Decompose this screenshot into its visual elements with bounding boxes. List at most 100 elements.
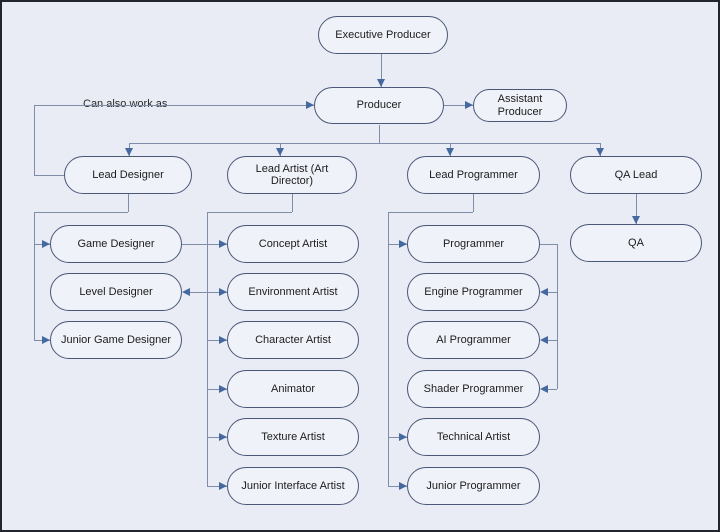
node-shader-programmer: Shader Programmer bbox=[407, 370, 540, 408]
connector-line bbox=[34, 105, 35, 175]
connector-line bbox=[388, 437, 407, 438]
node-concept-artist: Concept Artist bbox=[227, 225, 359, 263]
node-assistant-producer: Assistant Producer bbox=[473, 89, 567, 122]
arrowhead-icon bbox=[125, 148, 133, 156]
node-label: Lead Designer bbox=[92, 168, 164, 181]
connector-line bbox=[207, 244, 227, 245]
connector-line bbox=[129, 143, 600, 144]
node-label: AI Programmer bbox=[436, 333, 511, 346]
connector-line bbox=[292, 194, 293, 212]
connector-line bbox=[182, 244, 207, 245]
connector-line bbox=[207, 437, 227, 438]
arrowhead-icon bbox=[276, 148, 284, 156]
node-label: Assistant Producer bbox=[497, 93, 543, 118]
arrowhead-icon bbox=[540, 336, 548, 344]
arrowhead-icon bbox=[596, 148, 604, 156]
arrowhead-icon bbox=[399, 240, 407, 248]
node-label: Concept Artist bbox=[258, 237, 328, 250]
node-label: Texture Artist bbox=[261, 430, 325, 443]
arrowhead-icon bbox=[219, 288, 227, 296]
connector-line bbox=[207, 292, 227, 293]
node-programmer: Programmer bbox=[407, 225, 540, 263]
node-qa-lead: QA Lead bbox=[570, 156, 702, 194]
arrowhead-icon bbox=[399, 482, 407, 490]
arrowhead-icon bbox=[219, 240, 227, 248]
node-label: QA bbox=[628, 236, 644, 249]
connector-line bbox=[34, 212, 35, 340]
arrowhead-icon bbox=[540, 288, 548, 296]
node-label: QA Lead bbox=[614, 168, 658, 181]
edge-label-can-also-work-as: Can also work as bbox=[81, 98, 170, 110]
node-label: Level Designer bbox=[79, 285, 153, 298]
node-lead-artist: Lead Artist (Art Director) bbox=[227, 156, 357, 194]
node-animator: Animator bbox=[227, 370, 359, 408]
node-label: Shader Programmer bbox=[423, 382, 524, 395]
node-label: Producer bbox=[356, 99, 402, 112]
connector-line bbox=[381, 54, 382, 87]
arrowhead-icon bbox=[42, 336, 50, 344]
node-game-designer: Game Designer bbox=[50, 225, 182, 263]
connector-line bbox=[388, 212, 473, 213]
node-texture-artist: Texture Artist bbox=[227, 418, 359, 456]
connector-line bbox=[128, 194, 129, 212]
node-technical-artist: Technical Artist bbox=[407, 418, 540, 456]
arrowhead-icon bbox=[219, 336, 227, 344]
connector-line bbox=[207, 340, 227, 341]
node-label: Game Designer bbox=[77, 237, 155, 250]
connector-line bbox=[636, 194, 637, 224]
arrowhead-icon bbox=[219, 433, 227, 441]
connector-line bbox=[207, 486, 227, 487]
connector-line bbox=[546, 340, 557, 341]
connector-line bbox=[34, 212, 128, 213]
arrowhead-icon bbox=[42, 240, 50, 248]
connector-line bbox=[557, 244, 558, 389]
connector-line bbox=[388, 486, 407, 487]
connector-line bbox=[444, 105, 473, 106]
node-label: Lead Programmer bbox=[429, 168, 518, 181]
node-engine-programmer: Engine Programmer bbox=[407, 273, 540, 311]
arrowhead-icon bbox=[632, 216, 640, 224]
node-label: Junior Programmer bbox=[426, 479, 521, 492]
connector-line bbox=[207, 212, 208, 486]
connector-line bbox=[388, 244, 407, 245]
arrowhead-icon bbox=[377, 79, 385, 87]
arrowhead-icon bbox=[540, 385, 548, 393]
node-label: Technical Artist bbox=[436, 430, 511, 443]
arrowhead-icon bbox=[399, 433, 407, 441]
arrowhead-icon bbox=[446, 148, 454, 156]
node-label: Executive Producer bbox=[335, 28, 431, 41]
node-producer: Producer bbox=[314, 87, 444, 124]
arrowhead-icon bbox=[465, 101, 473, 109]
arrowhead-icon bbox=[219, 385, 227, 393]
node-label: Lead Artist (Art Director) bbox=[255, 162, 329, 187]
arrowhead-icon bbox=[306, 101, 314, 109]
connector-line bbox=[34, 105, 314, 106]
node-label: Programmer bbox=[442, 237, 505, 250]
connector-line bbox=[207, 212, 292, 213]
node-label: Junior Game Designer bbox=[60, 333, 172, 346]
connector-line bbox=[540, 244, 557, 245]
connector-line bbox=[188, 292, 207, 293]
connector-line bbox=[473, 194, 474, 212]
node-environment-artist: Environment Artist bbox=[227, 273, 359, 311]
node-junior-programmer: Junior Programmer bbox=[407, 467, 540, 505]
node-label: Junior Interface Artist bbox=[241, 479, 345, 492]
node-label: Engine Programmer bbox=[424, 285, 523, 298]
connector-line bbox=[546, 292, 557, 293]
connector-line bbox=[388, 212, 389, 486]
connector-line bbox=[207, 389, 227, 390]
node-junior-interface-artist: Junior Interface Artist bbox=[227, 467, 359, 505]
node-lead-programmer: Lead Programmer bbox=[407, 156, 540, 194]
connector-line bbox=[379, 125, 380, 143]
node-ai-programmer: AI Programmer bbox=[407, 321, 540, 359]
node-level-designer: Level Designer bbox=[50, 273, 182, 311]
arrowhead-icon bbox=[182, 288, 190, 296]
node-junior-game-designer: Junior Game Designer bbox=[50, 321, 182, 359]
node-label: Animator bbox=[270, 382, 316, 395]
connector-line bbox=[546, 389, 557, 390]
node-label: Environment Artist bbox=[248, 285, 338, 298]
node-lead-designer: Lead Designer bbox=[64, 156, 192, 194]
connector-line bbox=[34, 175, 64, 176]
node-character-artist: Character Artist bbox=[227, 321, 359, 359]
